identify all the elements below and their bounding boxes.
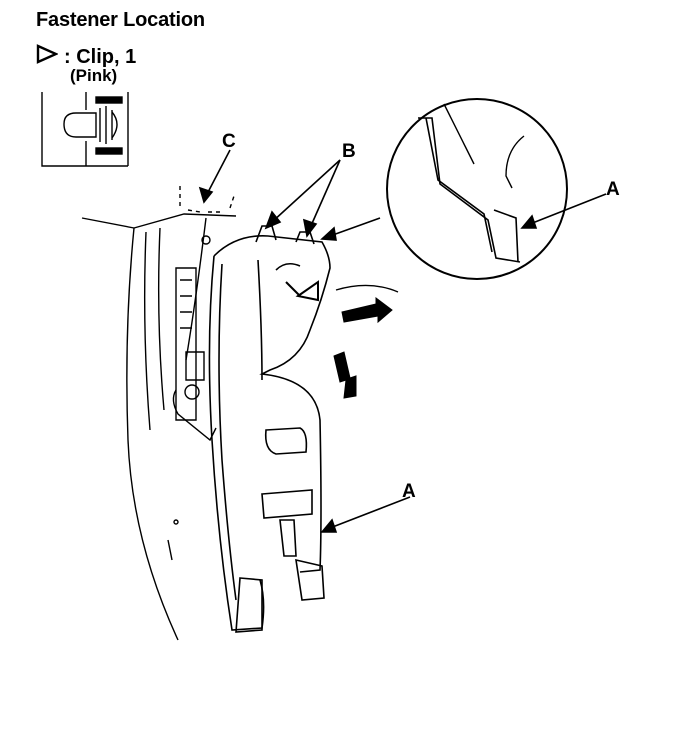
pillar-trim-panel: [208, 225, 331, 633]
callout-a-main: A: [402, 481, 416, 502]
triangle-outline-icon: [36, 44, 59, 70]
callout-a-detail: A: [606, 179, 620, 200]
clip-c-location: [179, 186, 235, 213]
callout-b: B: [342, 141, 356, 162]
removal-arrows: [333, 284, 399, 399]
legend-clip: : Clip, 1: [36, 44, 136, 70]
clip-color-label: (Pink): [70, 66, 118, 85]
page-title: Fastener Location: [36, 9, 205, 31]
clip-label: : Clip, 1: [64, 45, 137, 68]
clip-detail-inset: [41, 92, 129, 167]
callout-arrows: [198, 149, 607, 533]
pillar-body: [81, 213, 237, 641]
callout-c: C: [222, 131, 236, 152]
detail-circle: [386, 98, 568, 280]
